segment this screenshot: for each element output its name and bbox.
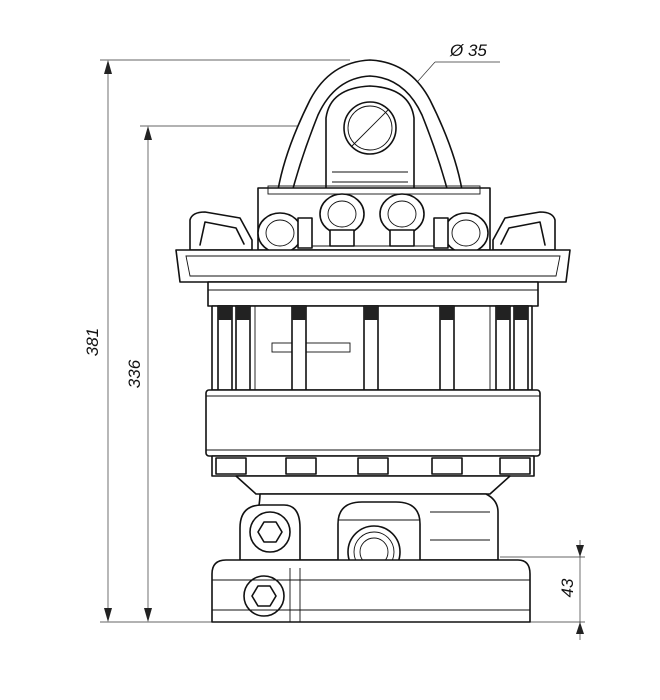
hydraulic-fitting <box>379 193 425 247</box>
hydraulic-fitting <box>433 212 489 254</box>
base-housing <box>211 493 531 623</box>
hydraulic-fitting <box>257 212 313 254</box>
lower-ring <box>205 389 541 495</box>
dimension-base-height: 43 <box>500 540 585 640</box>
bore-hole <box>343 101 397 155</box>
bolt <box>291 305 307 391</box>
main-plate <box>175 249 571 307</box>
bolt <box>513 305 529 391</box>
mounting-lug <box>277 59 463 219</box>
bore-diameter-label: Ø 35 <box>449 41 487 60</box>
dimension-body-height: 336 <box>125 125 305 622</box>
total-height-label: 381 <box>83 328 102 356</box>
hex-plug <box>243 575 285 617</box>
bolt <box>235 305 251 391</box>
bolt <box>363 305 379 391</box>
bolt <box>495 305 511 391</box>
bolt <box>439 305 455 391</box>
bolt-section <box>211 305 533 391</box>
body-height-label: 336 <box>125 359 144 388</box>
hydraulic-fitting <box>319 193 365 247</box>
bolt <box>217 305 233 391</box>
base-height-label: 43 <box>558 578 577 597</box>
hex-plug <box>249 511 291 553</box>
upper-flange <box>189 185 556 254</box>
